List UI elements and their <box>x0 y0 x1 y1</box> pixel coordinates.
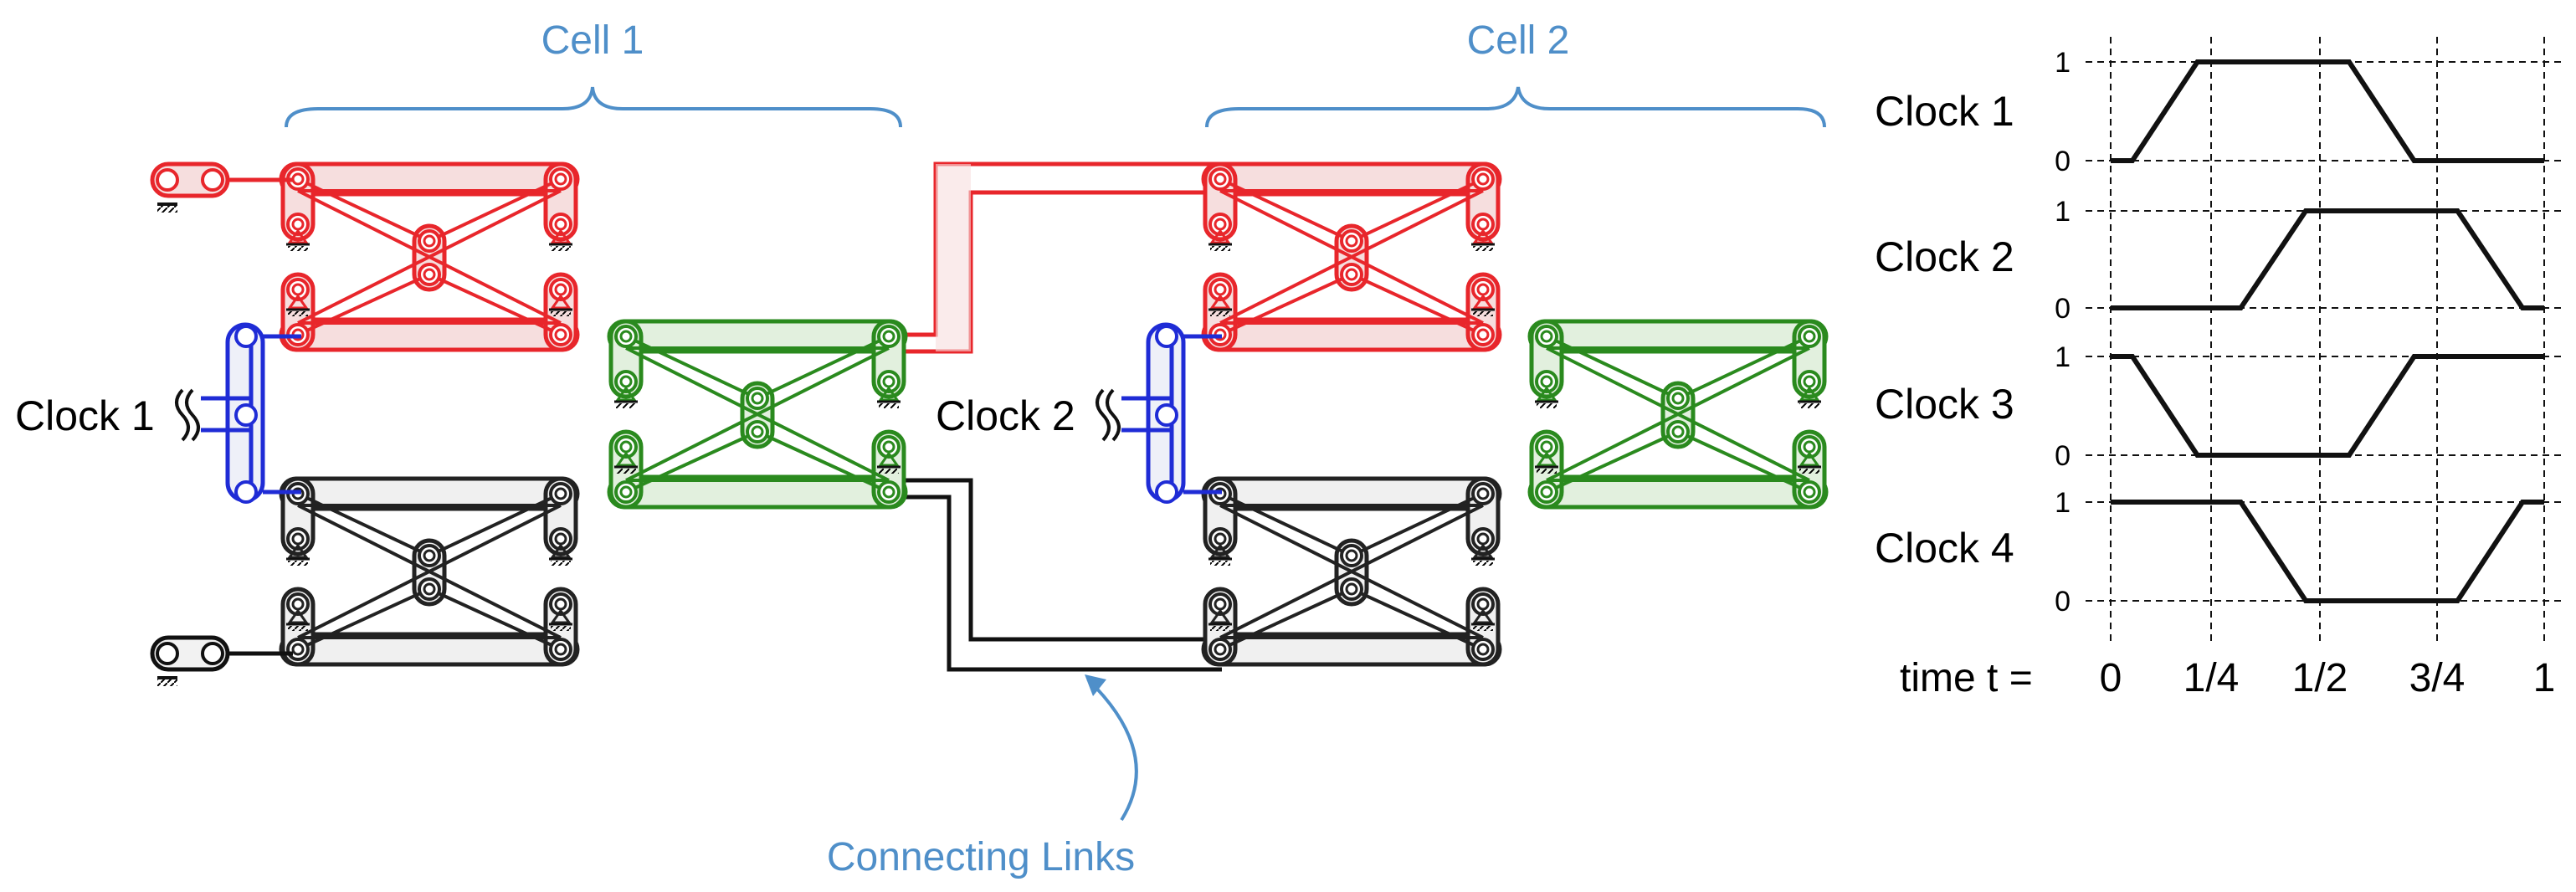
clock2-input-label: Clock 2 <box>936 392 1075 439</box>
level-high-label: 1 <box>2055 341 2071 373</box>
waveform-clock-label: Clock 3 <box>1875 381 2014 428</box>
clock-waveform <box>2111 59 2544 163</box>
time-tick-label: 1 <box>2533 656 2556 700</box>
cell1-black-input-crank <box>150 635 293 686</box>
cell2-base-link <box>1096 322 1222 504</box>
waveform-clock-label: Clock 2 <box>1875 233 2014 280</box>
time-axis-label: time t = <box>1900 656 2033 700</box>
cell1-red-input-crank <box>150 161 293 213</box>
level-low-label: 0 <box>2055 293 2071 325</box>
cell2-brace <box>1205 86 1826 128</box>
waveform-clock-label: Clock 4 <box>1875 525 2014 572</box>
level-high-label: 1 <box>2055 196 2071 228</box>
connecting-links-label: Connecting Links <box>827 835 1135 879</box>
cell1-clock3-linkage <box>279 476 580 667</box>
time-tick-label: 1/4 <box>2183 656 2240 700</box>
time-tick-label: 1/2 <box>2292 656 2348 700</box>
waveform-clock-label: Clock 1 <box>1875 88 2014 135</box>
level-high-label: 1 <box>2055 47 2071 79</box>
cell2-clock2-linkage <box>1527 319 1829 510</box>
cell2-label: Cell 2 <box>1467 18 1570 63</box>
connecting-links-arrow <box>1086 678 1138 822</box>
cell2-clock1-linkage <box>1201 161 1502 352</box>
clock-waveform <box>2111 500 2544 603</box>
connecting-link-black <box>894 478 1222 672</box>
time-tick-label: 0 <box>2100 656 2122 700</box>
cell1-clock2-linkage <box>607 319 908 510</box>
clock-waveform <box>2111 354 2544 458</box>
level-low-label: 0 <box>2055 586 2071 618</box>
cell1-label: Cell 1 <box>541 18 644 63</box>
connecting-links-arrowhead <box>1085 674 1106 696</box>
level-high-label: 1 <box>2055 487 2071 519</box>
clock1-input-label: Clock 1 <box>15 392 155 439</box>
cell1-clock1-linkage <box>279 161 580 352</box>
time-tick-label: 3/4 <box>2409 656 2466 700</box>
clock-waveform <box>2111 208 2544 310</box>
cell2-clock3-linkage <box>1201 476 1502 667</box>
cell1-brace <box>285 86 902 128</box>
level-low-label: 0 <box>2055 146 2071 177</box>
level-low-label: 0 <box>2055 440 2071 472</box>
cell1-base-link <box>175 322 301 504</box>
